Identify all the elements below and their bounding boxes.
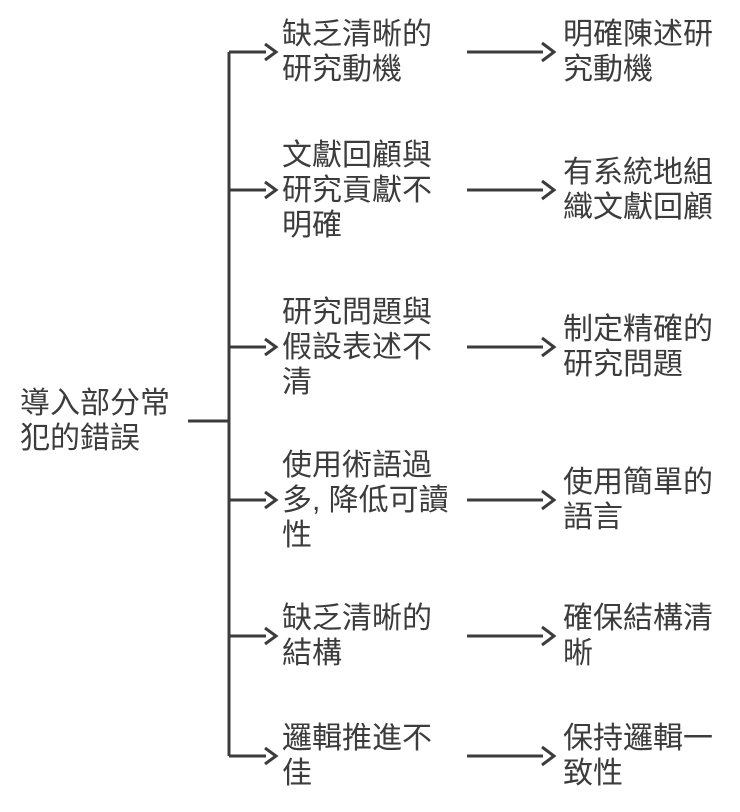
problem-node-6: 邏輯推進不 佳 xyxy=(282,722,432,790)
flow-arrow-5 xyxy=(467,625,557,647)
flow-arrow-4 xyxy=(467,489,557,511)
solution-node-3: 制定精確的 研究問題 xyxy=(563,313,713,381)
branch-arrow-3 xyxy=(229,337,279,357)
branch-arrow-2 xyxy=(229,180,279,200)
solution-node-2: 有系統地組 織文獻回顧 xyxy=(563,156,713,224)
solution-node-6: 保持邏輯一 致性 xyxy=(563,722,713,790)
flow-arrow-2 xyxy=(467,179,557,201)
branch-arrow-5 xyxy=(229,626,279,646)
branch-arrow-1 xyxy=(229,42,279,62)
flow-arrow-1 xyxy=(467,41,557,63)
problem-node-3: 研究問題與 假設表述不 清 xyxy=(282,296,432,399)
problem-node-1: 缺乏清晰的 研究動機 xyxy=(282,18,432,86)
flow-arrow-6 xyxy=(467,745,557,767)
problem-node-2: 文獻回顧與 研究貢獻不 明確 xyxy=(282,139,432,242)
solution-node-4: 使用簡單的 語言 xyxy=(563,466,713,534)
solution-node-1: 明確陳述研 究動機 xyxy=(563,18,713,86)
branch-arrow-4 xyxy=(229,490,279,510)
solution-node-5: 確保結構清 晰 xyxy=(563,602,713,670)
flow-arrow-3 xyxy=(467,336,557,358)
problem-node-5: 缺乏清晰的 結構 xyxy=(282,602,432,670)
root-node: 導入部分常 犯的錯誤 xyxy=(20,387,170,455)
branch-arrow-6 xyxy=(229,746,279,766)
problem-node-4: 使用術語過 多, 降低可讀 性 xyxy=(282,449,449,552)
